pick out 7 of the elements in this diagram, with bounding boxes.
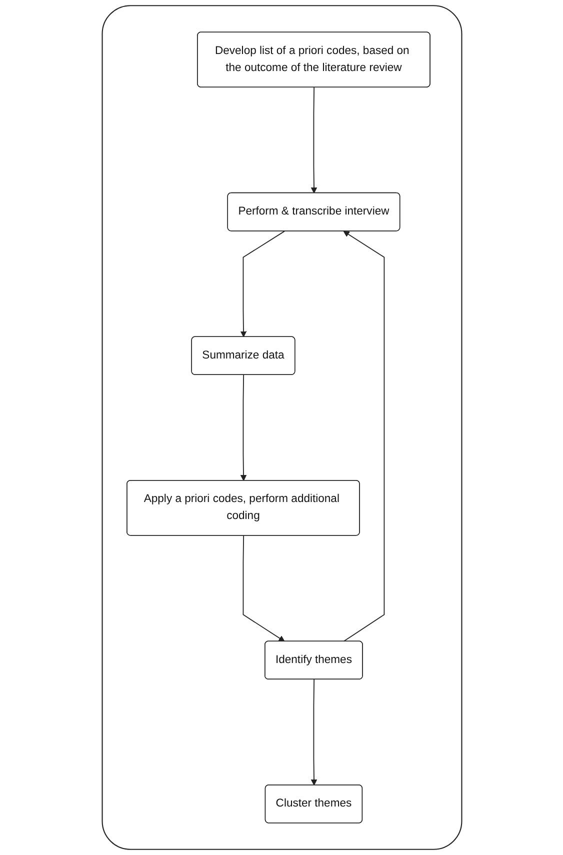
arrow — [242, 535, 284, 642]
arrow — [310, 679, 317, 786]
arrow — [310, 86, 317, 194]
cluster — [101, 5, 462, 850]
arrow — [240, 230, 285, 338]
arrow — [342, 230, 384, 642]
arrow — [240, 374, 246, 481]
